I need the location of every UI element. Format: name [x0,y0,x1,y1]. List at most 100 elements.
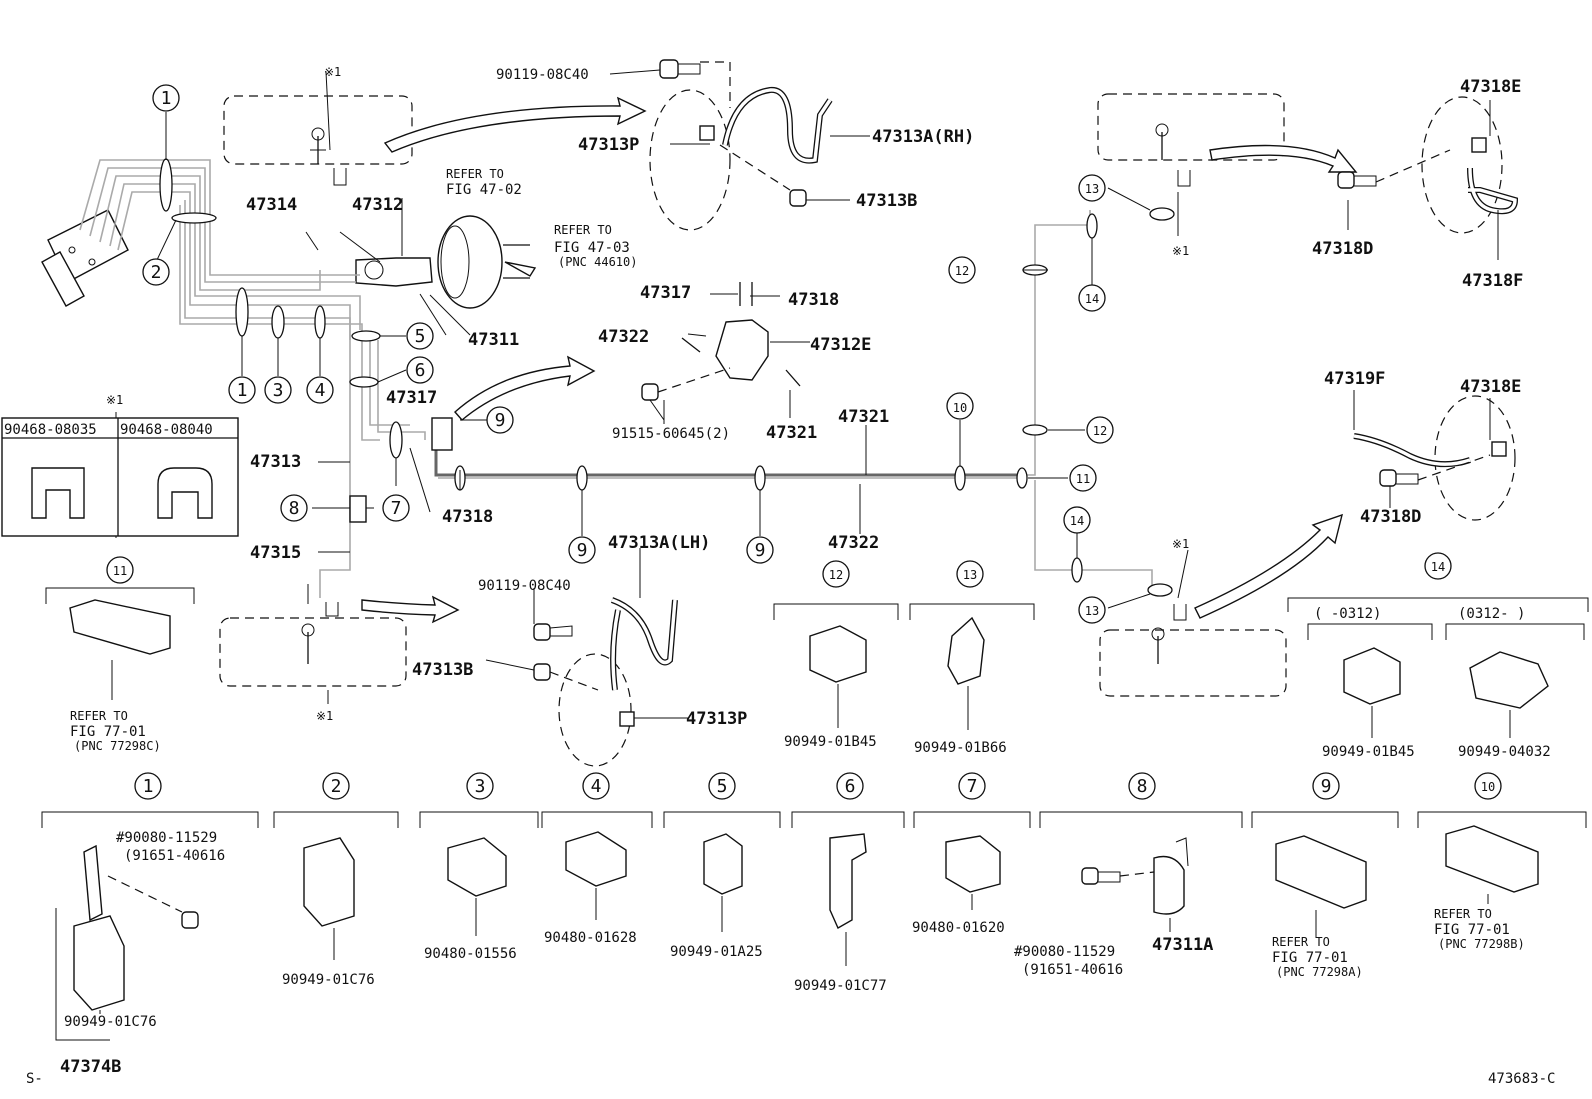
footer-left-code: S- [26,1071,43,1087]
catalog-callout-14: 14 [1431,560,1445,574]
bracket-1-plate-icon [83,844,103,922]
hydraulic-unit [41,209,129,307]
callout-3 [264,376,292,404]
part-47312e: 47312E [810,335,871,355]
catalog-callout-13: 13 [963,568,977,582]
arrow-to-lh-hose [361,595,460,624]
catalog-47374b: 47374B [60,1057,121,1077]
catalog-90949-04032: 90949-04032 [1458,744,1551,760]
diagram-callouts: 1 2 1 3 4 5 6 7 8 9 9 9 10 11 12 12 13 1… [142,84,1114,624]
catalog-90080-11529-a: #90080-11529 [116,830,217,846]
arrow-to-rear-top [1209,144,1358,173]
bracket-13: 13 90949-01B66 [909,560,1035,756]
callout-5 [406,322,434,350]
leader-lines [115,69,1499,719]
callout-6-label: 6 [415,360,426,381]
catalog-row-bottom: 1 #90080-11529 (91651-40616 90949-01C76 … [41,772,1587,1077]
callout-14-a-label: 14 [1085,292,1099,306]
part-47312: 47312 [352,195,403,215]
ref-77298a-line3: (PNC 77298A) [1276,965,1363,979]
callout-6 [406,356,434,384]
catalog-callout-8: 8 [1137,776,1148,797]
flow-arrows [361,96,1358,624]
ref-fig-47-02-line1: REFER TO [446,167,504,181]
callout-4 [306,376,334,404]
clamp-5-icon [703,833,743,895]
clamp-3-icon [447,837,507,897]
catalog-90480-01628: 90480-01628 [544,930,637,946]
callout-11-label: 11 [1076,472,1090,486]
part-47314: 47314 [246,195,297,215]
detail-oval-rear-hose-bottom [1434,395,1516,521]
catalog-90949-01b45-b: 90949-01B45 [1322,744,1415,760]
note-star1-top-left: ※1 [324,65,341,79]
ref-77298c-line3: (PNC 77298C) [74,739,161,753]
catalog-callout-11: 11 [113,564,127,578]
catalog-callout-9: 9 [1321,776,1332,797]
part-47322-bottom: 47322 [828,533,879,553]
callout-14-a [1078,284,1106,312]
detail-oval-rear-hose-top [1421,96,1503,234]
part-47318f: 47318F [1462,271,1523,291]
callout-9-b-label: 9 [577,540,588,561]
part-47313p-top: 47313P [578,135,639,155]
proportioning-valve [715,319,769,381]
illustration-number: 473683-C [1488,1071,1555,1087]
catalog-callout-10: 10 [1481,780,1495,794]
note-star1-bottom-right: ※1 [1172,537,1189,551]
catalog-90480-01556: 90480-01556 [424,946,517,962]
part-90119-08c40-bottom: 90119-08C40 [478,578,571,594]
detail-box-bottom-left [219,617,407,687]
diagram-part-labels: 90119-08C40 47313P 47313A(RH) 47313B 473… [246,67,1523,729]
part-47315: 47315 [250,543,301,563]
part-47318e-top: 47318E [1460,77,1521,97]
clamp-14-new-icon [1469,651,1549,709]
callout-5-label: 5 [415,326,426,347]
callout-3-label: 3 [273,380,284,401]
clamp-6-icon [829,833,867,929]
catalog-90949-01c77: 90949-01C77 [794,978,887,994]
catalog-47311a: 47311A [1152,935,1213,955]
part-47318d-bottom: 47318D [1360,507,1421,527]
bolt-1-icon [181,911,199,929]
ref-fig-47-03-line1: REFER TO [554,223,612,237]
ref-fig-47-03-line3: (PNC 44610) [558,255,637,269]
catalog-callout-6: 6 [845,776,856,797]
detail-oval-rh-hose [649,89,731,231]
detail-oval-lh-hose [558,653,632,767]
catalog-91651-40616-a: (91651-40616 [124,848,225,864]
arrow-to-valve [454,355,596,421]
ref-fig-47-03-line2: FIG 47-03 [554,240,630,256]
catalog-90949-01b66: 90949-01B66 [914,740,1007,756]
part-47317-mid: 47317 [386,388,437,408]
shim-part-b: 90468-08040 [120,422,213,438]
part-47318d-top: 47318D [1312,239,1373,259]
catalog-90949-01c76-a: 90949-01C76 [64,1014,157,1030]
note-star1-shim: ※1 [106,393,123,407]
catalog-90080-11529-b: #90080-11529 [1014,944,1115,960]
clamp-14-old-icon [1343,647,1401,705]
bracket-14: 14 ( -0312) (0312- ) 90949-01B45 90949-0… [1287,552,1589,760]
catalog-callout-7: 7 [967,776,978,797]
catalog-91651-40616-b: (91651-40616 [1022,962,1123,978]
bracket-11: 11 REFER TO FIG 77-01 (PNC 77298C) [45,556,195,753]
callout-1-bottom-label: 1 [237,380,248,401]
callout-9-a-label: 9 [495,410,506,431]
part-47313a-rh: 47313A(RH) [872,127,974,147]
callout-1-top [152,84,180,112]
catalog-callout-5: 5 [717,776,728,797]
part-47313a-lh: 47313A(LH) [608,533,710,553]
ref-77298b-line1: REFER TO [1434,907,1492,921]
box-hardware [301,123,1191,664]
ref-77298c-line2: FIG 77-01 [70,724,146,740]
part-47313: 47313 [250,452,301,472]
grommet-8-icon [1153,855,1185,915]
three-way-joint [431,417,453,451]
ref-fig-47-02-line2: FIG 47-02 [446,182,522,198]
dashed-leaders [549,61,1491,691]
callout-13-a-label: 13 [1085,182,1099,196]
pipe-clamps [159,158,1175,597]
callout-8-label: 8 [289,498,300,519]
part-47317-top: 47317 [640,283,691,303]
